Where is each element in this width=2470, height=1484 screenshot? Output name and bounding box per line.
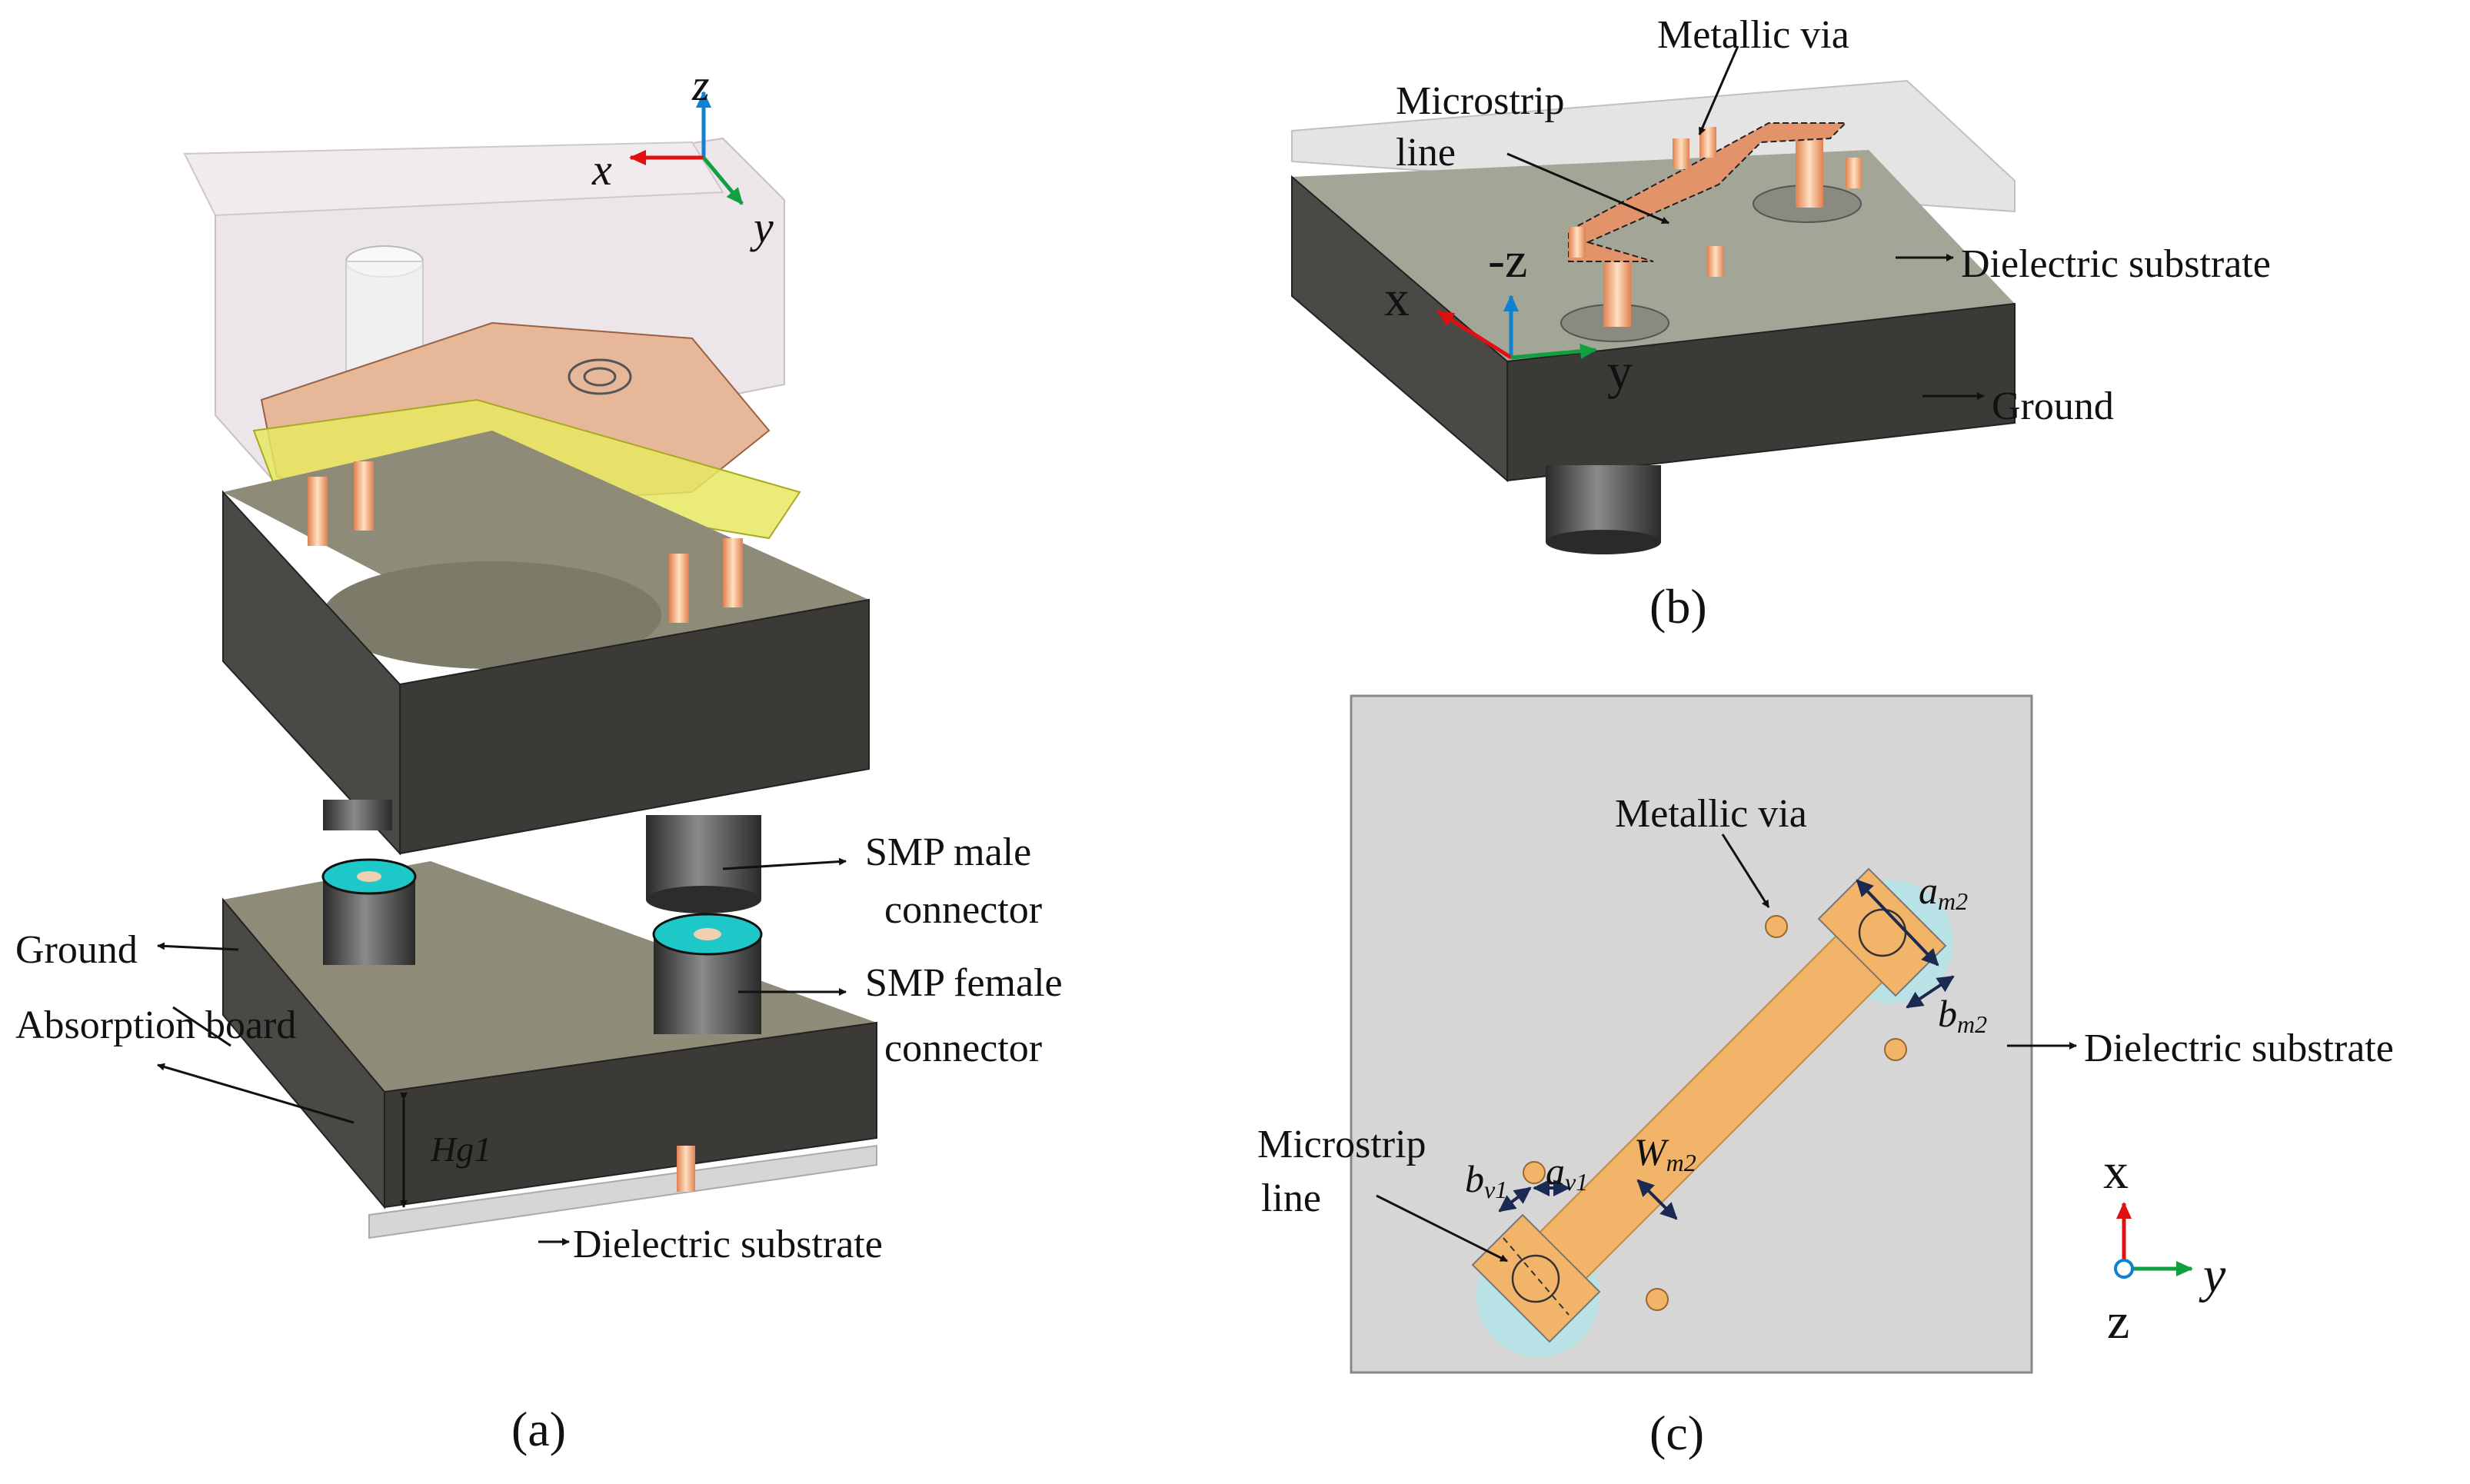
dim-av1-label: av1 (1546, 1150, 1588, 1196)
leader-absorption-2 (172, 1006, 231, 1047)
axis-y-a (702, 156, 744, 205)
b-metallic-post-5 (1846, 158, 1862, 188)
left-connector-stub (323, 800, 392, 830)
dim-wm2-label: Wm2 (1634, 1130, 1696, 1176)
label-smp-male-1: SMP male (865, 830, 1031, 874)
lower-block-side (222, 897, 385, 1209)
panel-c: am2 bm2 Wm2 bv1 av1 Metallic via Dielect… (1257, 694, 2394, 1460)
label-microstrip-b-1: Microstrip (1396, 79, 1565, 123)
dim-wm2-arrow (1636, 1179, 1678, 1220)
leader-absorption-1 (157, 1063, 355, 1124)
pin-3 (669, 554, 689, 623)
smp-male-connector-body (646, 815, 761, 900)
leader-smp-male (722, 857, 847, 870)
pin-1 (308, 477, 328, 546)
c-metallic-via-3 (1523, 1161, 1546, 1184)
top-substrate-box-top (183, 141, 724, 217)
upper-block-side (222, 490, 401, 856)
pin-2 (354, 461, 374, 531)
c-metallic-via-2 (1884, 1038, 1907, 1061)
c-pad-bottom-hole (1511, 1254, 1560, 1303)
b-bottom-connector-end (1546, 530, 1661, 554)
upper-block-top (223, 431, 869, 684)
c-substrate-square (1350, 694, 2033, 1374)
axis-y-label-c: y (2199, 1247, 2226, 1303)
axis-x-label-c: x (2103, 1143, 2129, 1200)
caption-a: (a) (511, 1402, 566, 1456)
label-smp-female-1: SMP female (865, 961, 1063, 1005)
b-via-2 (1796, 138, 1823, 208)
label-hg1: Hg1 (430, 1130, 491, 1169)
axis-x-b (1436, 309, 1513, 360)
label-microstrip-c-2: line (1261, 1176, 1321, 1220)
label-metallic-via-c: Metallic via (1615, 792, 1807, 836)
label-smp-male-2: connector (884, 888, 1042, 932)
b-via-1 (1603, 254, 1631, 327)
smp-female-connector-pin (694, 928, 721, 940)
b-metallic-post-4 (1707, 246, 1724, 277)
smp-male-connector-bottom (646, 886, 761, 913)
axis-z-label-a: z (691, 60, 710, 110)
leader-metallic-via-c (1721, 834, 1770, 908)
c-metallic-via-1 (1765, 915, 1788, 938)
bottom-substrate (368, 1144, 877, 1239)
label-ground-a: Ground (15, 928, 138, 972)
b-block-side (1291, 175, 1508, 483)
leader-microstrip-b (1506, 152, 1669, 225)
label-dielectric-substrate-b: Dielectric substrate (1961, 242, 2271, 286)
axis-y-label-a: y (750, 202, 774, 252)
axis-y-label-b: y (1607, 344, 1633, 400)
panel-b: -z x y Metallic via Microstrip line Diel… (1291, 13, 2271, 634)
axis-z-c (2114, 1259, 2134, 1279)
leader-metallic-via-b (1698, 45, 1739, 135)
label-microstrip-b-2: line (1396, 131, 1456, 175)
dim-bm2-arrow (1906, 975, 1955, 1009)
label-absorption-board: Absorption board (15, 1003, 296, 1047)
dim-am2-arrow (1856, 879, 1939, 967)
b-metallic-post-1 (1673, 138, 1689, 169)
pcb-center-ring (568, 358, 632, 395)
label-dielectric-substrate-c: Dielectric substrate (2084, 1026, 2394, 1070)
b-microstrip (1568, 122, 1848, 262)
c-pad-bottom-centerline (1503, 1237, 1570, 1316)
axis-negz-label-b: -z (1488, 232, 1527, 288)
b-bottom-connector (1546, 465, 1661, 542)
panel-a: z x y Ground Absorption board SMP male c… (15, 60, 1063, 1456)
smp-connector-left-pin (357, 871, 381, 882)
caption-c: (c) (1649, 1406, 1704, 1460)
label-microstrip-c-1: Microstrip (1257, 1123, 1426, 1166)
dim-am2-label: am2 (1919, 869, 1968, 915)
leader-microstrip-c (1376, 1194, 1508, 1263)
b-metallic-post-3 (1569, 227, 1586, 258)
upper-block-recess (323, 561, 661, 669)
axis-z-label-c: z (2107, 1293, 2129, 1349)
dim-bv1-arrow (1498, 1186, 1532, 1213)
dim-bv1-label: bv1 (1465, 1157, 1507, 1203)
caption-b: (b) (1649, 579, 1707, 634)
label-smp-female-2: connector (884, 1026, 1042, 1070)
pin-4 (723, 538, 743, 607)
label-ground-b: Ground (1992, 384, 2114, 428)
c-pad-bottom (1471, 1213, 1601, 1343)
bottom-feed-pin (677, 1146, 695, 1192)
axis-y-b (1510, 343, 1597, 360)
axis-x-label-b: x (1384, 271, 1410, 327)
leader-ground-a (157, 942, 239, 951)
dim-bm2-label: bm2 (1938, 992, 1987, 1038)
label-dielectric-substrate-a: Dielectric substrate (573, 1223, 883, 1266)
pcb-center-ring-inner (583, 367, 617, 387)
axis-x-label-a: x (591, 145, 612, 195)
label-metallic-via-b: Metallic via (1657, 13, 1849, 57)
c-metallic-via-4 (1646, 1288, 1669, 1311)
